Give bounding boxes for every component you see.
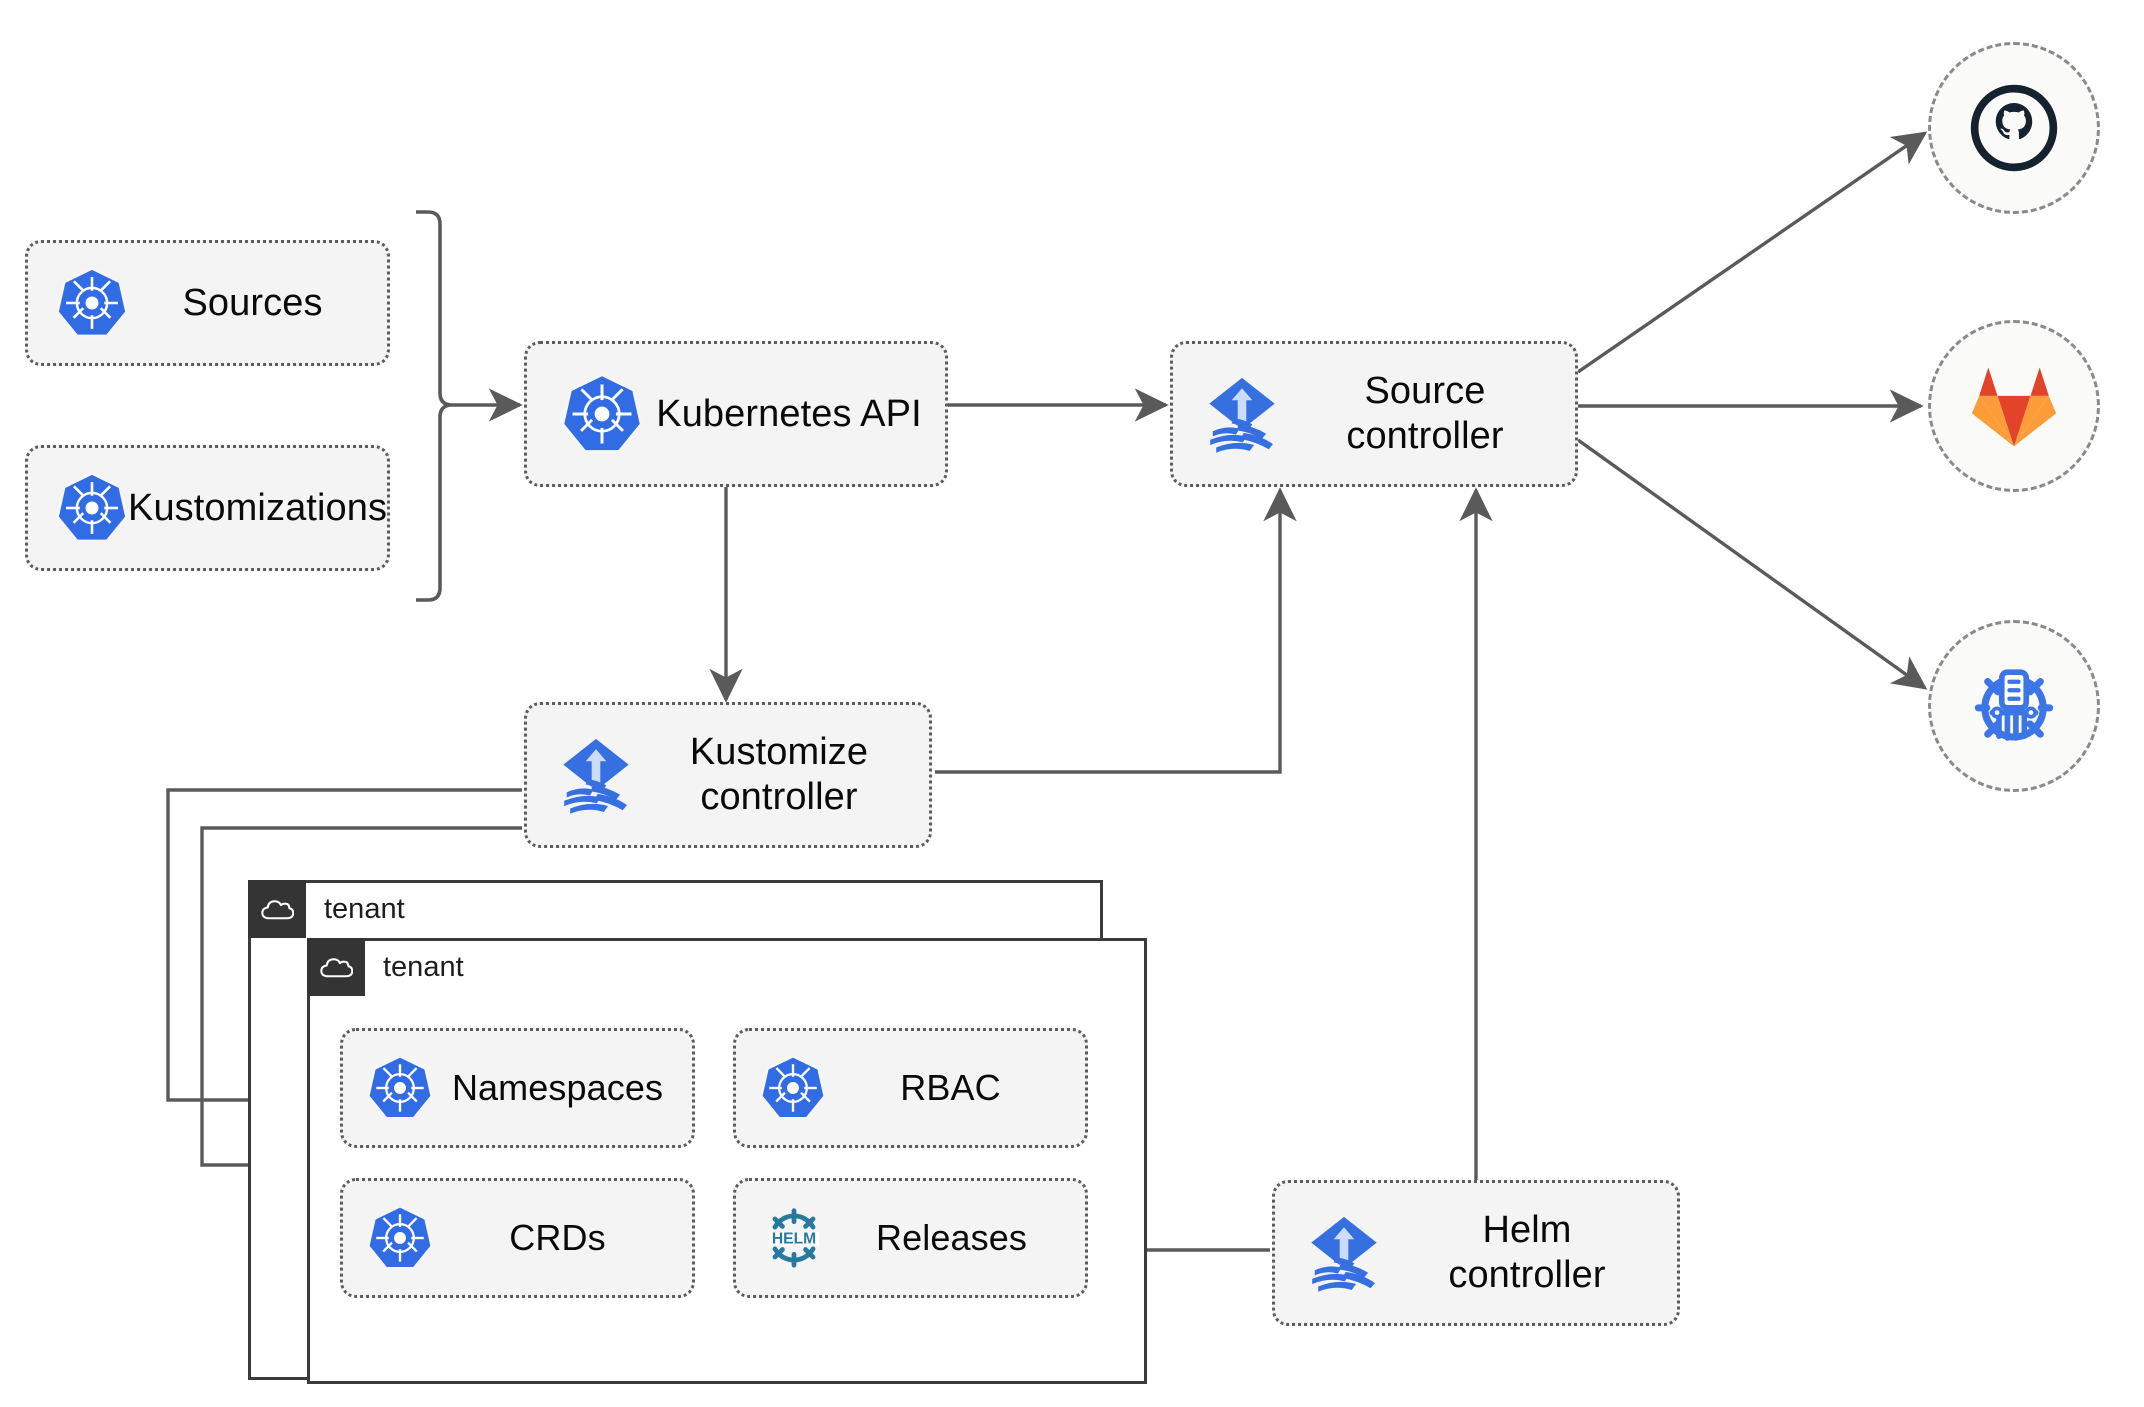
node-label-line2: controller <box>1346 415 1504 457</box>
node-label: CRDs <box>509 1216 606 1258</box>
node-crds[interactable]: CRDs <box>340 1178 695 1298</box>
tenant-header: tenant <box>307 938 464 996</box>
cloud-icon <box>248 880 306 938</box>
node-label: Helm controller <box>1387 1208 1677 1298</box>
gitlab-icon <box>1968 362 2060 450</box>
node-label: Namespaces <box>451 1066 664 1108</box>
node-releases[interactable]: HELM Releases <box>733 1178 1088 1298</box>
provider-gitlab[interactable] <box>1928 320 2100 492</box>
node-label-line2: controller <box>700 776 858 818</box>
provider-github[interactable] <box>1928 42 2100 214</box>
kubernetes-icon <box>561 373 643 455</box>
kubernetes-icon <box>56 472 128 544</box>
tenant-label: tenant <box>383 950 464 983</box>
kubernetes-icon <box>56 267 128 339</box>
node-kustomize-controller[interactable]: Kustomize controller <box>524 702 932 848</box>
flux-icon <box>1199 371 1285 457</box>
node-sources[interactable]: Sources <box>25 240 390 366</box>
kubernetes-icon <box>367 1055 433 1121</box>
flux-icon <box>1301 1210 1387 1296</box>
node-label: Sources <box>182 281 323 324</box>
node-label: Source controller <box>1285 369 1575 459</box>
node-helm-controller[interactable]: Helm controller <box>1272 1180 1680 1326</box>
tenant-container-inner[interactable]: tenant <box>307 938 1147 1384</box>
tenant-label: tenant <box>324 892 405 925</box>
node-rbac[interactable]: RBAC <box>733 1028 1088 1148</box>
kubernetes-icon <box>367 1205 433 1271</box>
node-label-line1: Helm <box>1482 1209 1572 1252</box>
node-label: Releases <box>876 1216 1027 1258</box>
provider-bucket[interactable] <box>1928 620 2100 792</box>
bucket-icon <box>1967 659 2061 753</box>
cloud-icon <box>307 938 365 996</box>
node-label: Kubernetes API <box>656 392 922 435</box>
node-source-controller[interactable]: Source controller <box>1170 341 1578 487</box>
helm-icon: HELM <box>760 1204 828 1272</box>
node-kubernetes-api[interactable]: Kubernetes API <box>524 341 948 487</box>
node-label-line1: Source <box>1364 370 1486 413</box>
node-label-line2: controller <box>1448 1254 1606 1296</box>
node-label: Kustomize controller <box>639 730 929 820</box>
node-label: Kustomizations <box>128 486 388 529</box>
kubernetes-icon <box>760 1055 826 1121</box>
node-namespaces[interactable]: Namespaces <box>340 1028 695 1148</box>
github-icon <box>1966 80 2062 176</box>
svg-text:HELM: HELM <box>772 1230 816 1247</box>
flux-icon <box>553 732 639 818</box>
node-label: RBAC <box>900 1066 1001 1108</box>
node-kustomizations[interactable]: Kustomizations <box>25 445 390 571</box>
tenant-header: tenant <box>248 880 405 938</box>
node-label-line1: Kustomize <box>689 731 869 774</box>
